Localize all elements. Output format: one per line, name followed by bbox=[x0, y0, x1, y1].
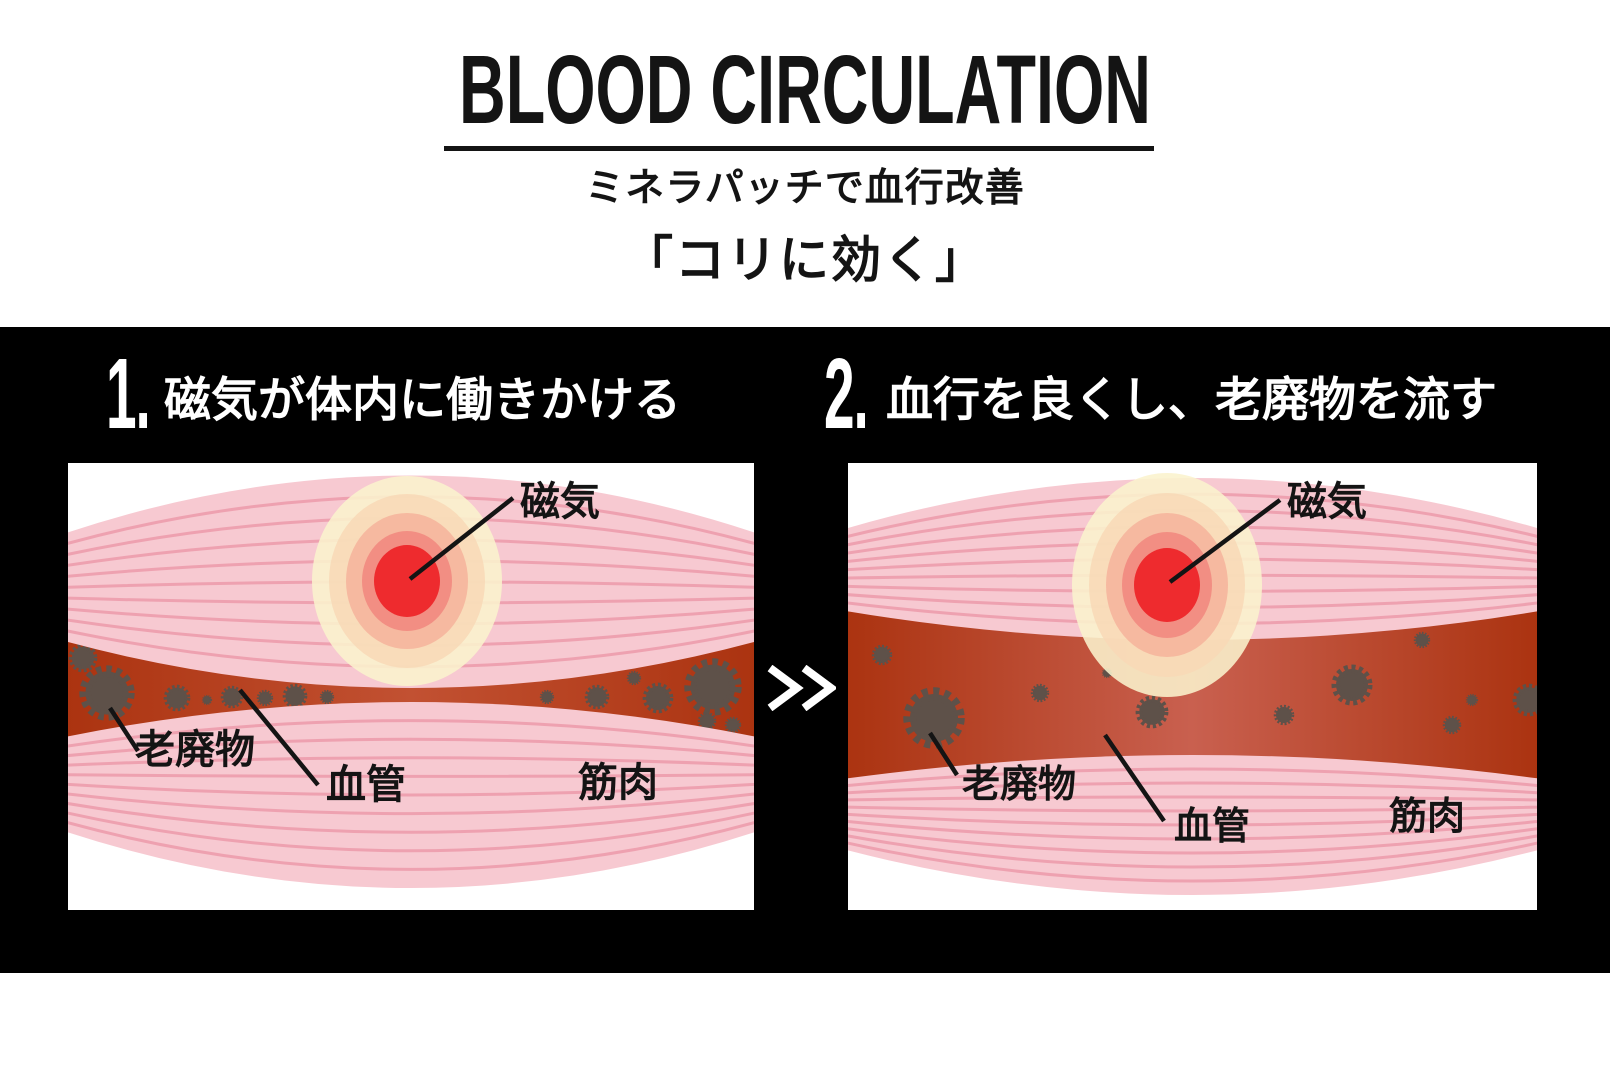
step-2-heading: 血行を良くし、老廃物を流す bbox=[886, 373, 1497, 426]
vessel-label: 血管 bbox=[1174, 806, 1250, 848]
waste-label: 老廃物 bbox=[135, 728, 255, 772]
leader-line-waste bbox=[108, 706, 140, 753]
magnet-point bbox=[1134, 548, 1200, 622]
magnet-glow bbox=[1072, 473, 1262, 697]
muscle-label: 筋肉 bbox=[578, 761, 658, 805]
vessel-label: 血管 bbox=[326, 763, 406, 807]
leader-line-magnet bbox=[1168, 498, 1282, 584]
step-1-number: 1. bbox=[106, 338, 151, 450]
waste-label: 老廃物 bbox=[962, 764, 1076, 806]
leader-line-magnet bbox=[408, 496, 515, 581]
magnet-label: 磁気 bbox=[1287, 480, 1367, 524]
diagram-step-2: 磁気 老廃物 血管 筋肉 bbox=[848, 463, 1537, 910]
muscle-vessel-illustration-2: 磁気 老廃物 血管 筋肉 bbox=[848, 473, 1537, 895]
magnet-label: 磁気 bbox=[520, 480, 600, 524]
title-underline bbox=[444, 146, 1154, 151]
leader-line-vessel bbox=[238, 688, 320, 787]
magnet-glow bbox=[312, 476, 502, 686]
magnet-point bbox=[374, 545, 440, 617]
leader-line-waste bbox=[928, 731, 959, 777]
catchphrase: 「コリに効く」 bbox=[623, 232, 987, 288]
page-title: BLOOD CIRCULATION bbox=[459, 35, 1151, 135]
waste-particles bbox=[68, 643, 742, 752]
title-block: BLOOD CIRCULATION bbox=[459, 35, 1151, 135]
subtitle: ミネラパッチで血行改善 bbox=[585, 167, 1025, 210]
comparison-panel: 1. 磁気が体内に働きかける 2. 血行を良くし、老廃物を流す bbox=[0, 327, 1610, 973]
double-chevron-right-icon bbox=[767, 665, 836, 711]
muscle-label: 筋肉 bbox=[1389, 796, 1465, 838]
step-1-heading: 磁気が体内に働きかける bbox=[164, 373, 681, 426]
next-step-arrow bbox=[767, 665, 836, 711]
step-2-number: 2. bbox=[824, 338, 869, 450]
muscle-vessel-illustration-1: 磁気 老廃物 血管 筋肉 bbox=[68, 475, 754, 888]
leader-line-vessel bbox=[1103, 733, 1166, 823]
diagram-step-1: 磁気 老廃物 血管 筋肉 bbox=[68, 463, 754, 910]
